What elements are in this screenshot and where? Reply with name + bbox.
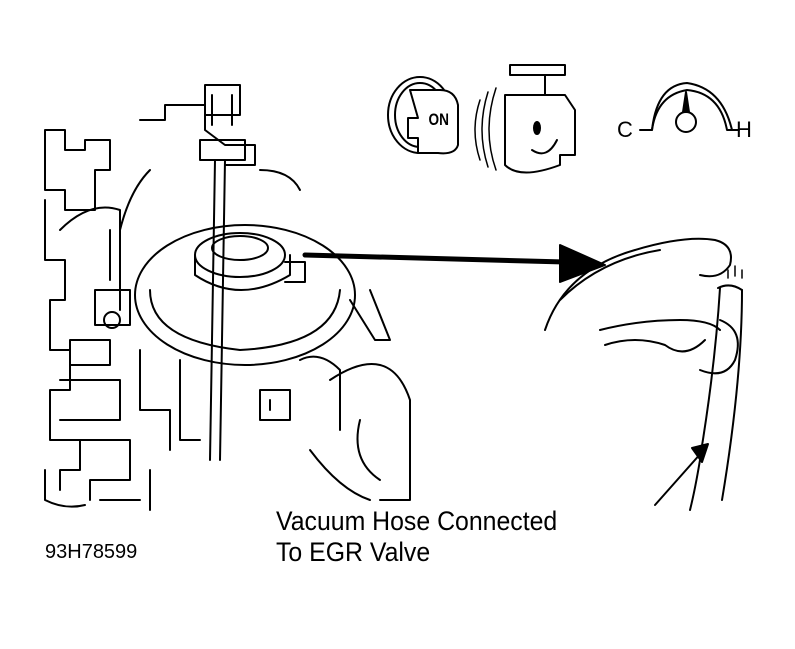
figure-id: 93H78599 <box>45 541 138 563</box>
caption: Vacuum Hose Connected To EGR Valve <box>276 506 557 568</box>
arrow-icon <box>302 244 606 283</box>
pointer-arrow-icon <box>654 443 709 506</box>
engine-running-icon <box>474 64 576 174</box>
gauge-cold-label: C <box>617 117 633 142</box>
caption-line-1: Vacuum Hose Connected <box>276 506 558 536</box>
temperature-gauge-icon <box>639 82 740 133</box>
ignition-key-on-icon <box>387 76 459 155</box>
engine-illustration <box>44 84 411 511</box>
hand-holding-hose-illustration <box>544 237 743 511</box>
caption-line-2: To EGR Valve <box>276 537 431 567</box>
gauge-hot-label: H <box>736 117 752 142</box>
ignition-on-label: ON <box>428 110 449 129</box>
